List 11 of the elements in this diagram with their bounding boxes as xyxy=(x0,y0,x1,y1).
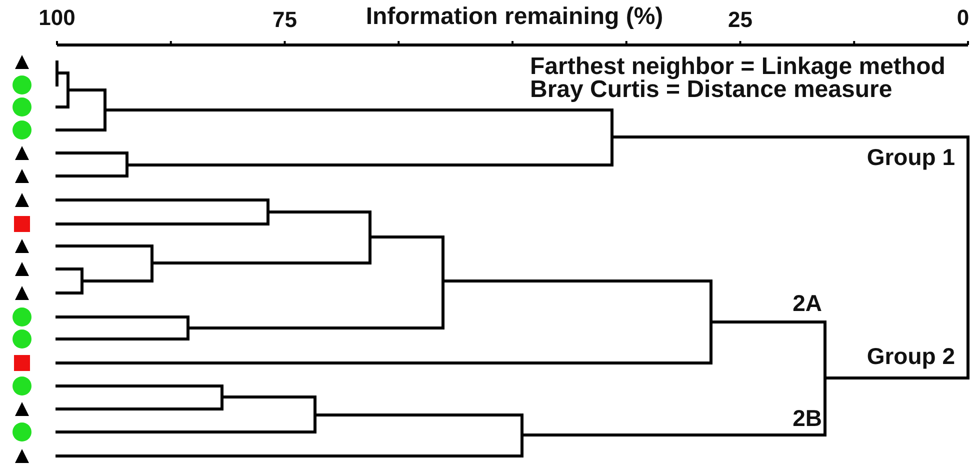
group-label: Group 1 xyxy=(866,146,955,168)
tick-label: 0 xyxy=(956,7,970,29)
axis-title: Information remaining (%) xyxy=(366,5,664,29)
tick-label: 100 xyxy=(38,7,76,29)
group-label: 2A xyxy=(792,292,822,314)
note-text: Bray Curtis = Distance measure xyxy=(530,78,892,102)
tick-label: 75 xyxy=(272,9,297,31)
group-label: 2B xyxy=(792,406,822,430)
note-text: Farthest neighbor = Linkage method xyxy=(530,55,946,79)
tick-label: 25 xyxy=(728,9,752,31)
group-label: Group 2 xyxy=(866,344,955,368)
